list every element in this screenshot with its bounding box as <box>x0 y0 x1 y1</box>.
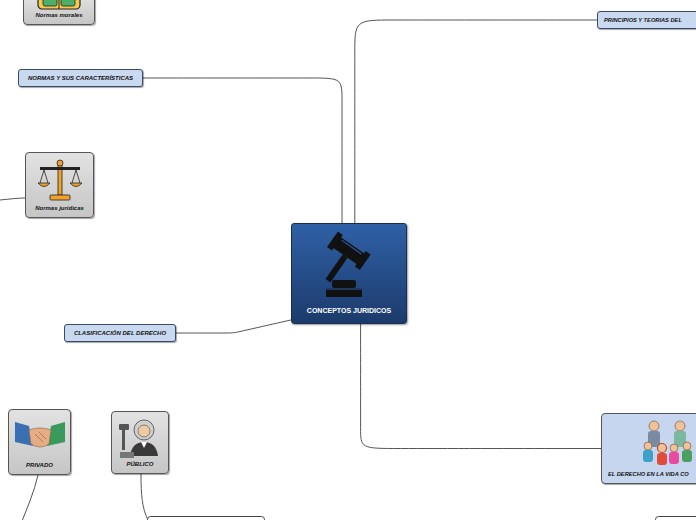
icon-shape <box>59 0 60 9</box>
concept-card: PRIVADO <box>8 409 71 475</box>
icon-shape <box>670 444 678 452</box>
icon-shape <box>669 452 679 464</box>
node-text: PRIVADO <box>26 462 53 469</box>
branch-connector <box>361 324 601 449</box>
icon-shape <box>675 421 685 431</box>
partial-box <box>656 517 696 520</box>
icon-shape <box>44 170 48 183</box>
icon-shape <box>40 167 80 170</box>
icon-shape <box>683 442 691 450</box>
icon-shape <box>70 183 82 187</box>
icon-shape <box>318 232 371 293</box>
icon-shape <box>138 425 150 437</box>
icon-shape <box>57 160 63 166</box>
icon-shape <box>119 424 129 430</box>
icon-shape <box>644 442 652 450</box>
branch-connector <box>143 78 342 223</box>
node-text: PRINCIPIOS Y TEORIAS DEL <box>604 17 682 23</box>
icon-shape <box>649 421 659 431</box>
icon-shape <box>43 0 57 6</box>
icon-shape <box>342 240 362 254</box>
icon-shape <box>332 280 356 288</box>
icon-shape <box>327 232 343 251</box>
family-icon <box>640 418 696 470</box>
icon-shape <box>326 289 362 290</box>
icon-shape <box>130 442 158 456</box>
topic-label: CLASIFICACIÓN DEL DERECHO <box>64 324 176 342</box>
icon-shape <box>50 195 70 200</box>
gavel-icon <box>318 230 382 302</box>
node-text: PÚBLICO <box>127 461 154 468</box>
topic-label: PRINCIPIOS Y TEORIAS DEL <box>597 11 696 29</box>
icon-shape <box>682 450 692 462</box>
icon-shape <box>61 0 75 6</box>
icon-shape <box>38 183 50 187</box>
handshake-icon <box>13 416 67 456</box>
branch-lines <box>0 198 696 520</box>
icon-shape <box>134 420 154 440</box>
icon-shape <box>141 442 147 448</box>
icon-shape <box>643 450 653 462</box>
icon-shape <box>122 428 125 450</box>
node-text: EL DERECHO EN LA VIDA CO <box>608 471 689 477</box>
icon-shape <box>40 170 44 183</box>
branch-line <box>22 475 38 520</box>
concept-card: Normas morales <box>23 0 95 25</box>
judge-icon <box>118 416 164 460</box>
icon-shape <box>325 254 347 282</box>
icon-shape <box>39 432 46 439</box>
branch-connector <box>355 20 597 223</box>
icon-shape <box>657 453 667 465</box>
scales-icon <box>34 159 86 203</box>
icon-shape <box>72 170 76 183</box>
concept-card: Normas jurídicas <box>25 152 94 218</box>
node-text: Normas jurídicas <box>35 205 84 212</box>
icon-shape <box>29 428 51 447</box>
icon-shape <box>143 20 601 449</box>
concept-card: PÚBLICO <box>111 411 169 474</box>
icon-shape <box>38 0 80 9</box>
node-text: NORMAS Y SUS CARACTERÍSTICAS <box>28 75 133 82</box>
icon-shape <box>326 288 362 297</box>
icon-shape <box>76 170 80 183</box>
topic-label: NORMAS Y SUS CARACTERÍSTICAS <box>18 69 143 87</box>
node-text: CLASIFICACIÓN DEL DERECHO <box>74 330 166 337</box>
partial-box <box>148 517 265 520</box>
node-text: Normas morales <box>35 12 82 19</box>
icon-shape <box>658 444 667 453</box>
icon-shape <box>355 251 371 270</box>
branch-line <box>141 474 148 520</box>
central-topic: CONCEPTOS JURIDICOS <box>291 223 407 324</box>
node-text: CONCEPTOS JURIDICOS <box>307 307 391 315</box>
branch-connector <box>176 320 291 333</box>
concept-card: EL DERECHO EN LA VIDA CO <box>601 413 696 484</box>
branch-line <box>0 198 25 200</box>
icon-shape <box>120 452 134 458</box>
